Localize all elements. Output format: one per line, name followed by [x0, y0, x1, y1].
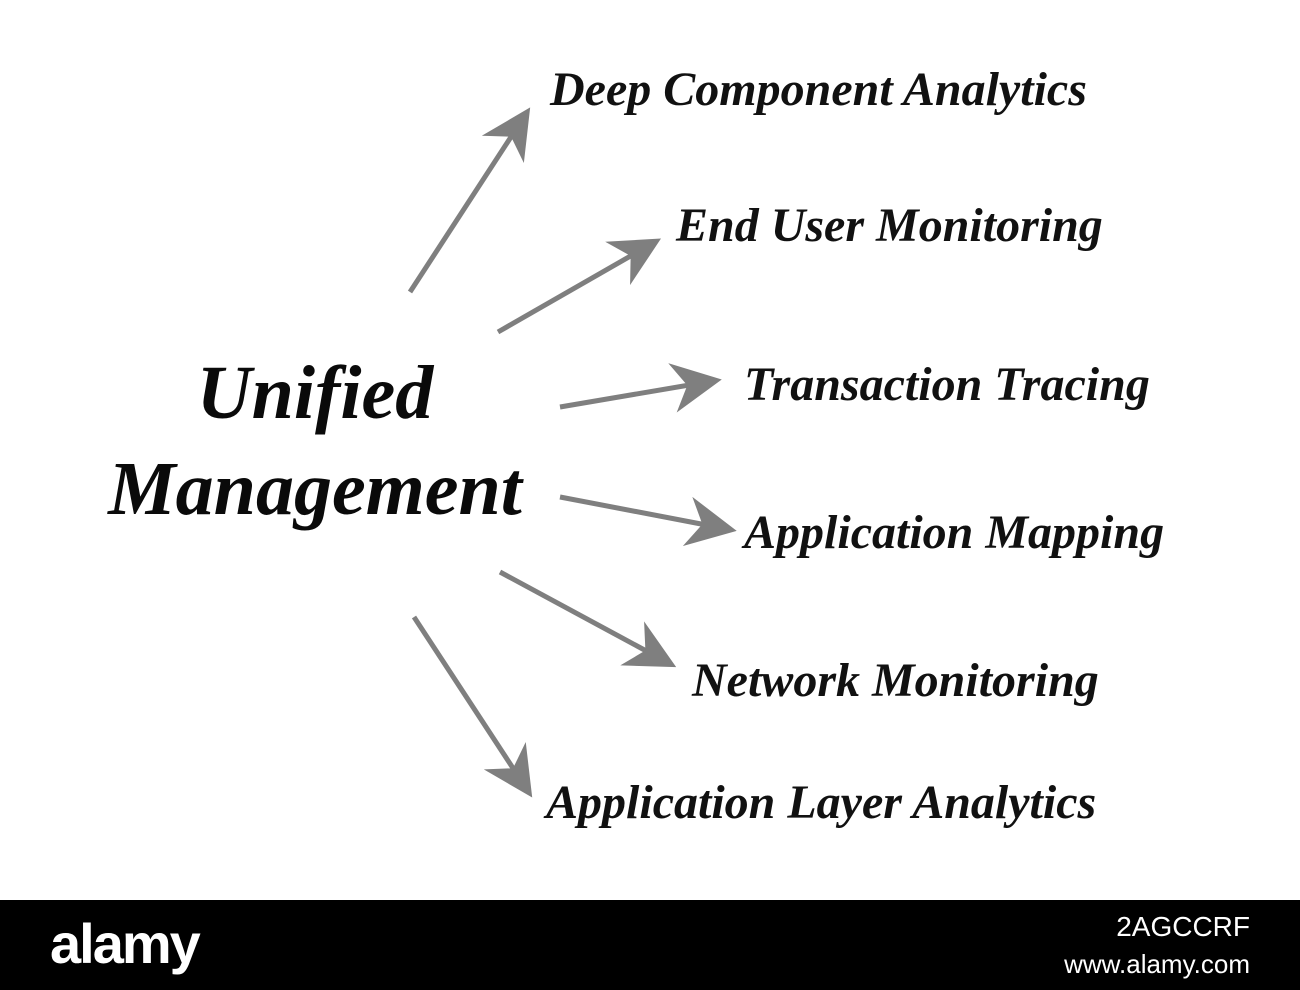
arrow-transaction-tracing: [559, 363, 722, 413]
arrow-application-mapping: [559, 494, 737, 546]
center-title-line-1: Unified: [196, 351, 434, 435]
item-network-monitoring: Network Monitoring: [692, 654, 1099, 707]
item-end-user-monitoring: End User Monitoring: [676, 199, 1103, 252]
arrow-network-monitoring: [498, 569, 677, 668]
arrows-layer: [407, 107, 737, 798]
item-transaction-tracing: Transaction Tracing: [744, 358, 1150, 411]
diagram-canvas: Unified Management Deep Component Analyt…: [80, 63, 1165, 829]
center-title: Unified Management: [80, 345, 550, 537]
item-deep-component-analytics: Deep Component Analytics: [550, 63, 1087, 116]
center-title-line-2: Management: [108, 447, 522, 531]
watermark-logo: alamy: [50, 912, 201, 975]
arrow-application-layer-analytics: [411, 615, 533, 798]
item-application-layer-analytics: Application Layer Analytics: [546, 776, 1097, 829]
arrow-end-user-monitoring: [496, 238, 662, 335]
arrow-deep-component-analytics: [407, 107, 531, 294]
watermark-footer: alamy 2AGCCRF www.alamy.com: [0, 900, 1300, 990]
watermark-image-id: 2AGCCRF: [1116, 911, 1250, 942]
item-application-mapping: Application Mapping: [744, 506, 1165, 559]
watermark-url: www.alamy.com: [1064, 949, 1250, 979]
